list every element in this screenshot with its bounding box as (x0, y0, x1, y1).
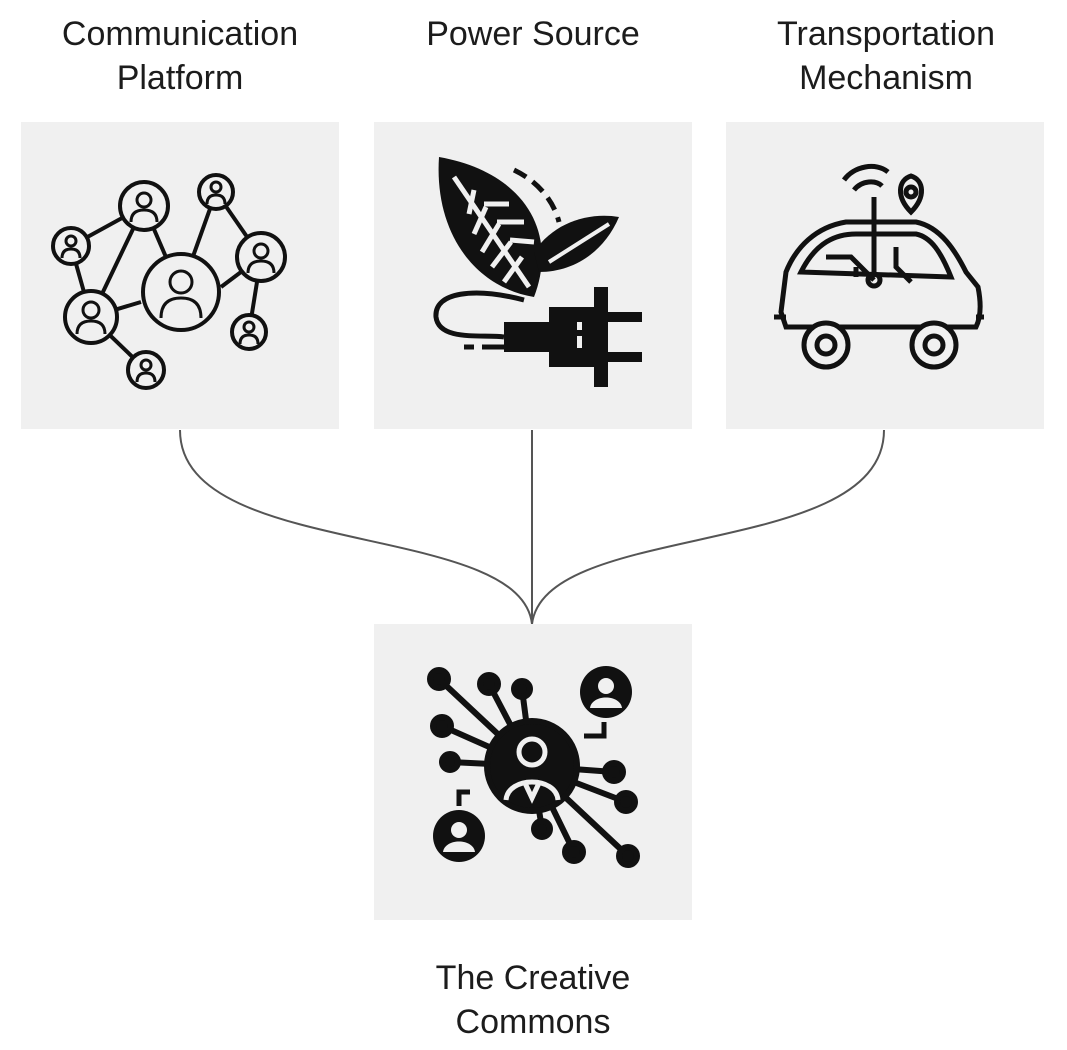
power-source-label: Power Source (426, 15, 640, 53)
leaf-plug-icon (433, 157, 642, 387)
transportation-mechanism-label: Transportation Mechanism (777, 15, 995, 97)
communication-platform-node (21, 122, 339, 429)
connected-car-icon (774, 163, 984, 370)
power-source-node (374, 122, 692, 429)
people-network-icon (51, 173, 287, 390)
person-hub-icon (427, 666, 640, 868)
creative-commons-node (374, 624, 692, 920)
creative-commons-label: The Creative Commons (435, 959, 631, 1041)
connector-transport (531, 429, 885, 625)
transportation-mechanism-node (726, 122, 1044, 429)
communication-platform-label: Communication Platform (61, 15, 299, 97)
connector-communication (179, 429, 533, 625)
